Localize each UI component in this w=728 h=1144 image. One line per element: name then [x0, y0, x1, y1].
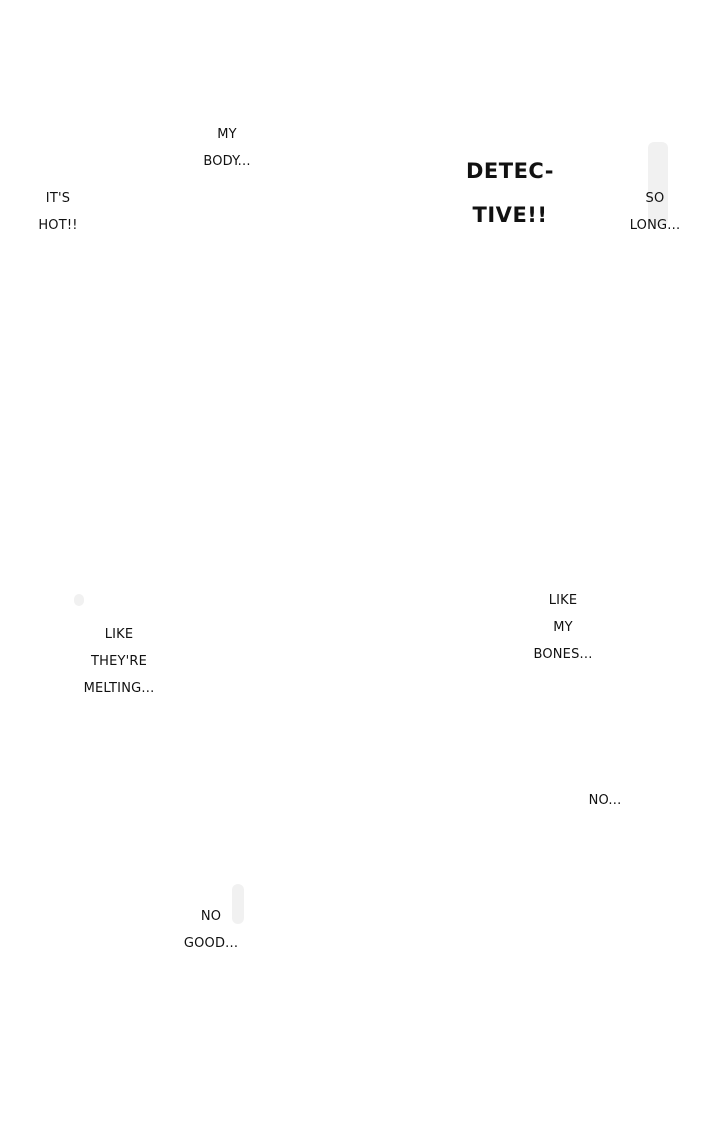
caption-line: MELTING... [83, 681, 155, 697]
caption-line: LIKE [548, 592, 578, 608]
caption-line: BONES... [533, 647, 593, 663]
caption-like-my-bones: LIKE MY BONES... [524, 580, 602, 675]
caption-line: MY [217, 126, 237, 142]
caption-no-good: NO GOOD... [176, 896, 246, 964]
caption-line: NO [200, 908, 222, 924]
caption-line: THEY'RE [90, 653, 148, 669]
caption-no: NO... [580, 780, 630, 821]
caption-line: SO [645, 190, 665, 206]
faint-mark [648, 142, 668, 226]
caption-line: MY [553, 619, 573, 635]
caption-its-hot: IT'S HOT!! [30, 178, 86, 246]
caption-line: IT'S [45, 190, 71, 206]
faint-mark [232, 884, 244, 924]
faint-mark [74, 594, 84, 606]
caption-line: LONG... [629, 217, 681, 233]
caption-like-theyre-melting: LIKE THEY'RE MELTING... [72, 614, 166, 709]
caption-detective: DETEC- TIVE!! [460, 138, 560, 248]
caption-so-long: SO LONG... [618, 178, 692, 246]
caption-line: DETEC- [465, 159, 555, 184]
caption-my-body: MY BODY... [192, 114, 262, 182]
caption-line: NO... [588, 792, 622, 808]
caption-line: TIVE!! [472, 203, 548, 228]
caption-line: GOOD... [183, 935, 239, 951]
caption-line: LIKE [104, 626, 134, 642]
caption-line: HOT!! [38, 217, 78, 233]
caption-line: BODY... [203, 153, 251, 169]
